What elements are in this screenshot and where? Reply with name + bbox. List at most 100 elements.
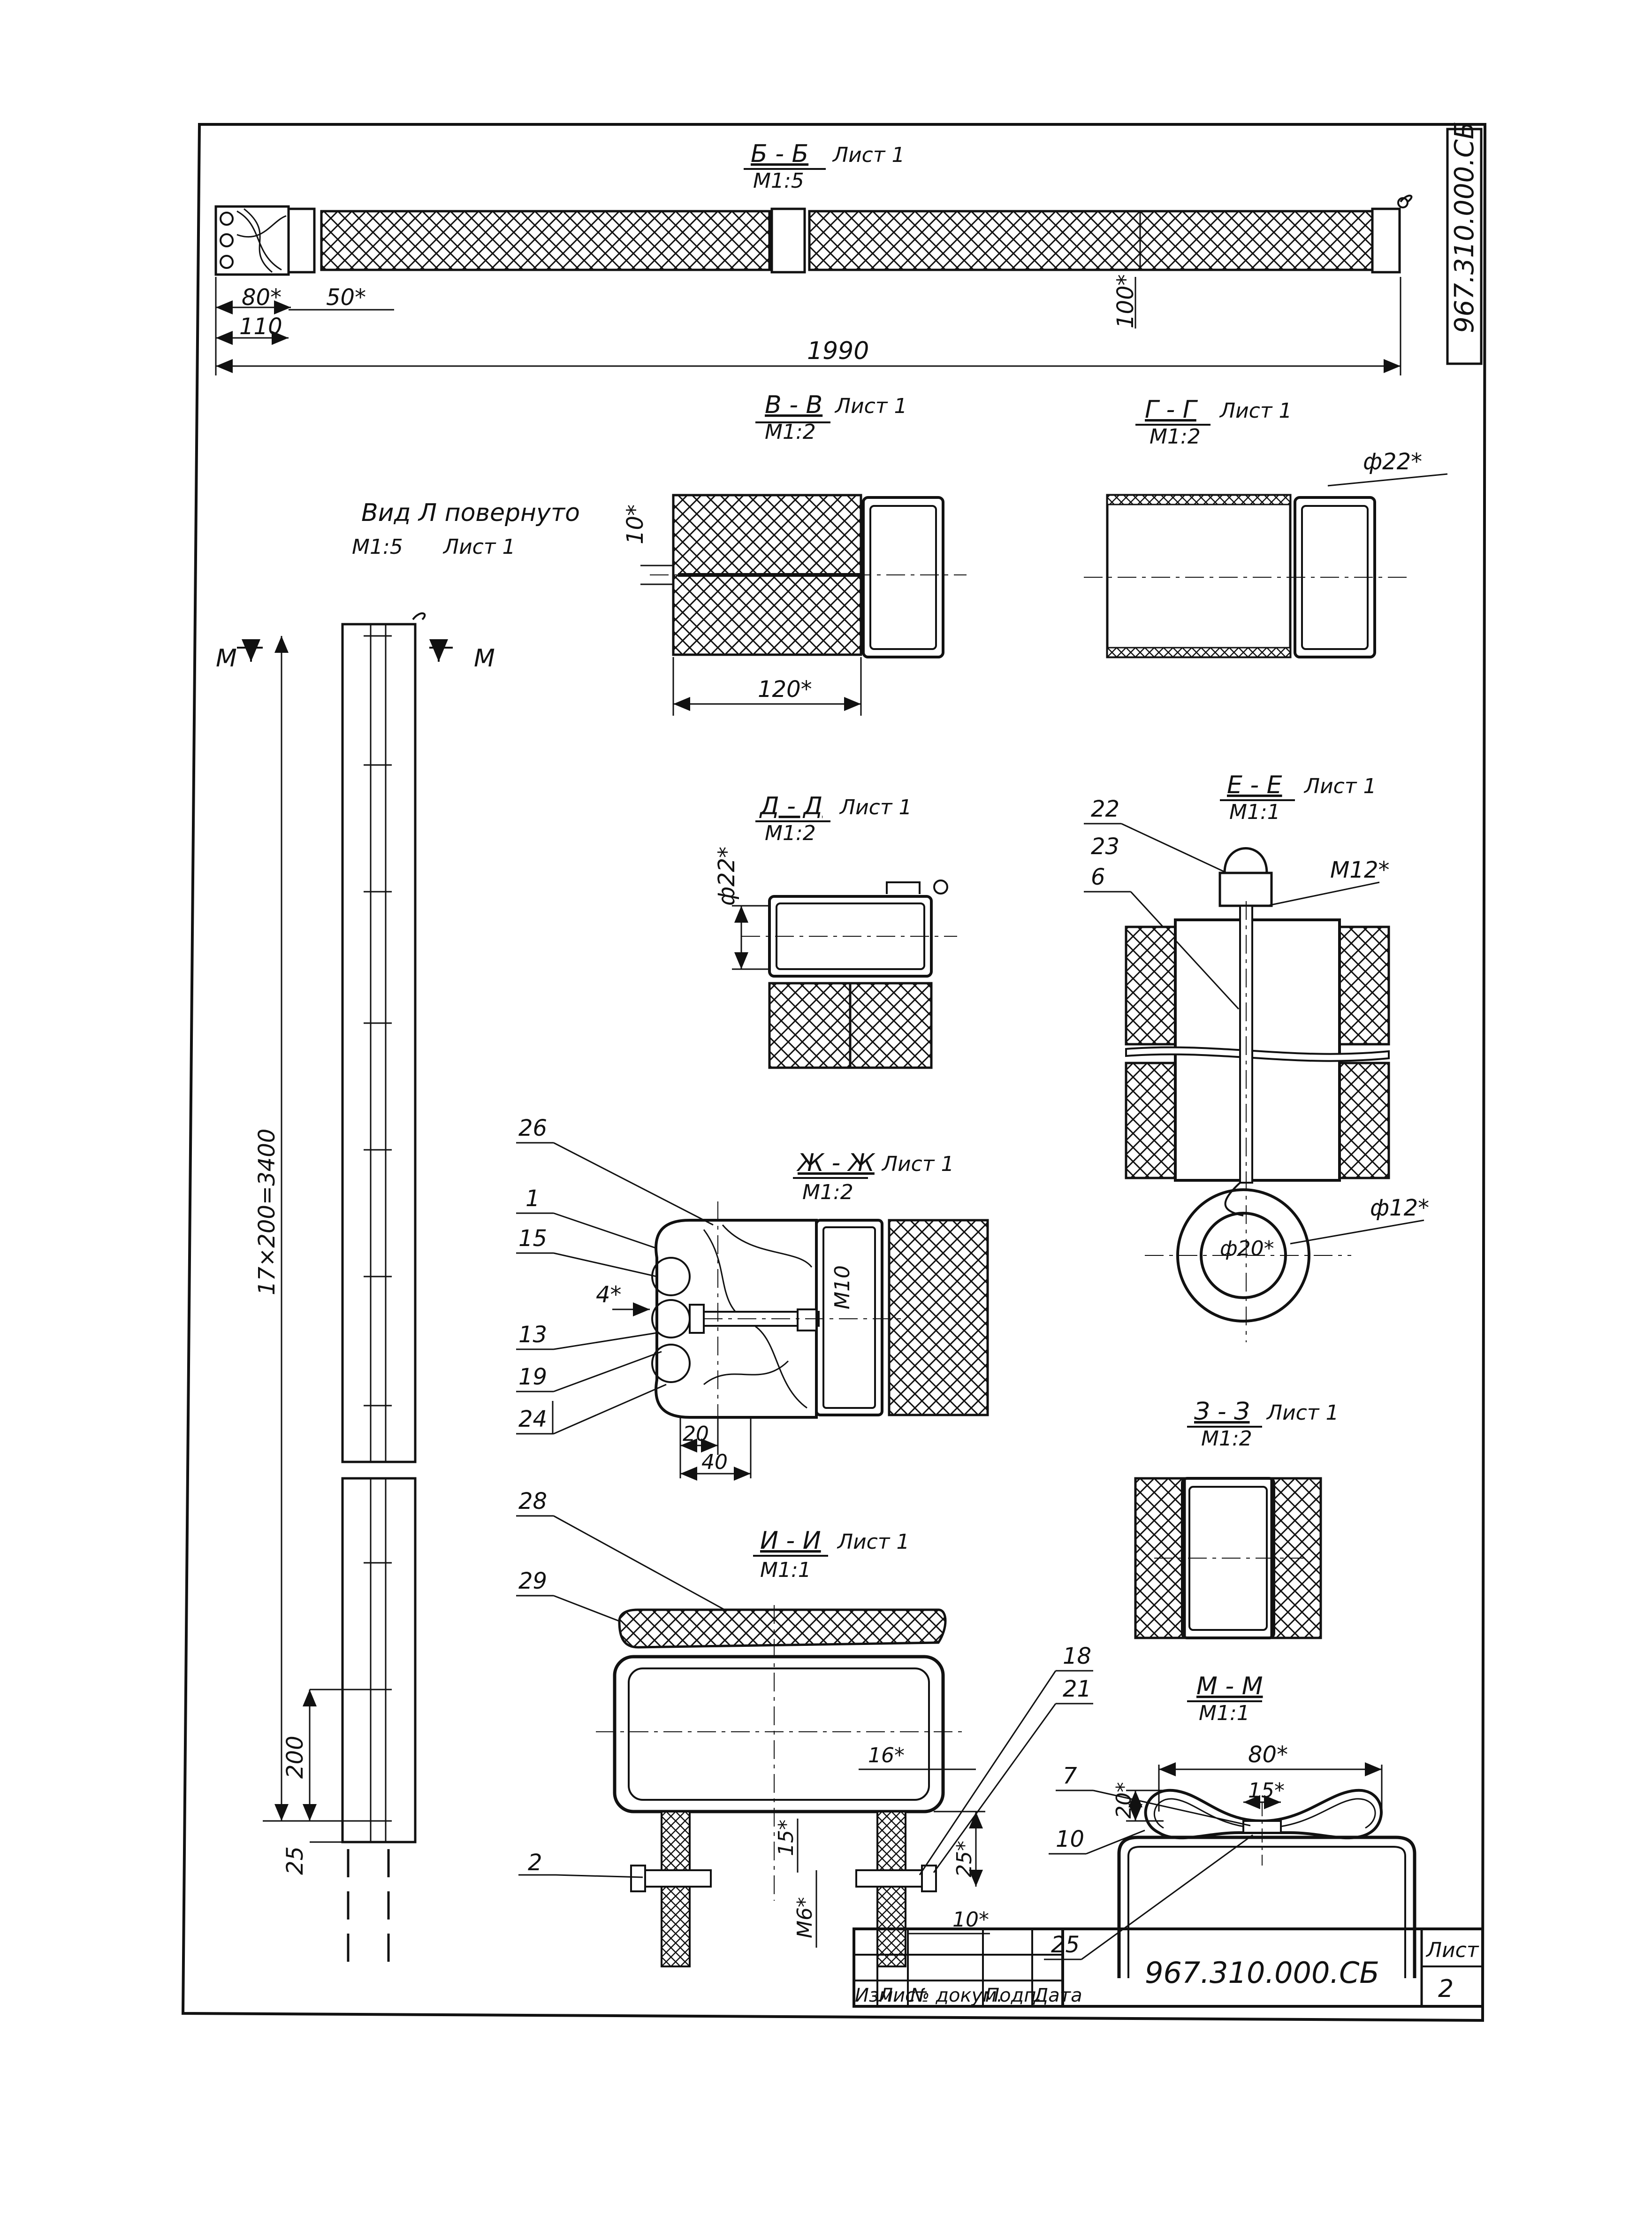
gg-name: Г - Г [1145,396,1198,424]
vid-dim-200: 200 [282,1736,308,1779]
section-bb: Б - Б Лист 1 М1:5 80* 110 50* 100* 1990 [214,140,1413,375]
dd-scale: М1:2 [765,821,816,845]
ee-dim-d20: ф20* [1220,1237,1274,1261]
ii-dim-m6: М6* [793,1897,817,1938]
gg-sheet: Лист 1 [1219,399,1292,423]
ee-callout-23: 23 [1091,834,1119,860]
mm-name: М - М [1196,1672,1263,1700]
vid-sheet: Лист 1 [442,535,515,559]
ee-callout-6: 6 [1091,864,1105,890]
vv-scale: М1:2 [765,420,816,444]
mm-dim-20: 20* [1112,1782,1136,1819]
bb-panel-right [808,210,1374,271]
zhzh-dim-40: 40 [701,1450,728,1474]
zhzh-callout-1: 1 [525,1185,540,1212]
vid-scale: М1:5 [352,535,403,559]
vid-bar-lower [341,1477,417,1843]
vid-mark-left: М [216,644,237,673]
ii-scale: М1:1 [760,1558,811,1582]
vid-name: Вид Л повернуто [361,499,580,527]
section-ee: Е - Е Лист 1 М1:1 22 23 6 М12* ф20* ф12* [1084,771,1429,1342]
ii-callout-28: 28 [518,1488,547,1514]
tb-header-doc: № докум. [909,1985,1003,2006]
vv-name: В - В [765,391,822,419]
sheet-frame [181,123,1487,2022]
gg-dim-d22: ф22* [1363,449,1422,475]
vv-dim-10: 10* [622,505,648,544]
bb-dim-1990: 1990 [807,337,869,365]
zhzh-dim-4: 4* [596,1282,622,1308]
vv-sheet: Лист 1 [834,394,907,418]
document-code-vertical: 967.310.000.СБ [1449,121,1480,333]
zhzh-dim-m10: М10 [830,1265,854,1309]
zhzh-callout-19: 19 [518,1364,547,1390]
tb-header-sign: Подп. [985,1985,1042,2006]
section-zhzh: Ж - Ж Лист 1 М1:2 М10 26 1 15 4* 13 19 [516,1115,989,1481]
tb-header-list: Лист [878,1985,927,2006]
bb-name: Б - Б [751,140,808,168]
bb-sheet: Лист 1 [832,143,905,167]
bb-dim-80: 80* [242,284,282,311]
ee-name: Е - Е [1227,771,1282,799]
tb-header-izm: Изм [855,1985,893,2006]
ee-sheet: Лист 1 [1303,774,1376,798]
vid-mark-right: М [474,644,495,673]
section-gg: Г - Г Лист 1 М1:2 ф22* [1084,396,1448,658]
ee-eye-ring [1176,1188,1310,1323]
tb-sheet-label: Лист [1425,1938,1479,1962]
ii-sheet: Лист 1 [837,1530,909,1554]
ee-scale: М1:1 [1229,800,1280,824]
tb-sheet-number: 2 [1438,1975,1454,2003]
ii-dim-25: 25* [952,1841,976,1877]
ee-dim-m12: М12* [1330,857,1390,883]
zz-scale: М1:2 [1201,1427,1252,1451]
view-l: Вид Л повернуто М1:5 Лист 1 М М [216,499,580,1962]
bb-dim-100: 100* [1112,274,1139,329]
ii-callout-2: 2 [528,1850,542,1876]
zhzh-sheet: Лист 1 [881,1152,954,1176]
bb-dim-50: 50* [326,284,366,311]
dd-name: Д - Д [759,792,822,820]
ii-dim-15: 15* [774,1820,798,1856]
gg-scale: М1:2 [1150,425,1201,449]
bb-scale: М1:5 [753,169,804,193]
vid-bar-upper [341,623,417,1463]
zhzh-scale: М1:2 [802,1180,853,1204]
bb-panel-left [320,210,771,271]
dd-sheet: Лист 1 [839,795,912,819]
mm-dim-80: 80* [1248,1742,1288,1768]
mm-scale: М1:1 [1199,1701,1250,1725]
ee-callout-22: 22 [1091,796,1119,822]
section-ii: И - И Лист 1 М1:1 28 29 2 18 21 1 [516,1488,1093,1967]
mm-dim-15: 15* [1248,1779,1285,1803]
ii-callout-29: 29 [518,1568,547,1594]
vid-dim-25: 25 [282,1846,308,1875]
zhzh-callout-13: 13 [518,1322,547,1348]
title-block: Изм Лист № докум. Подп. Дата 967.310.000… [853,1927,1484,2008]
ii-dim-16: 16* [868,1744,905,1767]
section-zz: З - З Лист 1 М1:2 [1134,1398,1339,1639]
bb-dim-110: 110 [239,314,282,340]
zhzh-name: Ж - Ж [796,1149,875,1177]
ii-callout-21: 21 [1063,1676,1091,1702]
ii-callout-18: 18 [1063,1643,1091,1669]
zhzh-callout-15: 15 [518,1225,547,1252]
mm-callout-7: 7 [1063,1763,1077,1789]
mm-callout-10: 10 [1056,1826,1084,1852]
section-mm: М - М М1:1 80* 15* 20* 7 10 25 [1044,1672,1416,1978]
zhzh-dim-20: 20 [683,1422,709,1446]
tb-header-date: Дата [1033,1985,1082,2006]
mm-callout-25: 25 [1051,1932,1080,1958]
zhzh-callout-26: 26 [518,1115,547,1141]
section-dd: Д - Д Лист 1 М1:2 ф22* [714,792,957,1069]
tb-document-code: 967.310.000.СБ [1145,1956,1379,1990]
zhzh-callout-24: 24 [518,1406,547,1432]
zz-sheet: Лист 1 [1266,1401,1339,1425]
vid-dim-total: 17×200=3400 [254,1129,280,1295]
ee-dim-d12: ф12* [1370,1195,1429,1221]
dd-dim-d22: ф22* [714,847,740,906]
vv-dim-120: 120* [758,676,812,703]
section-vv: В - В Лист 1 М1:2 10* 120* [622,391,967,716]
bb-joint [770,207,806,274]
